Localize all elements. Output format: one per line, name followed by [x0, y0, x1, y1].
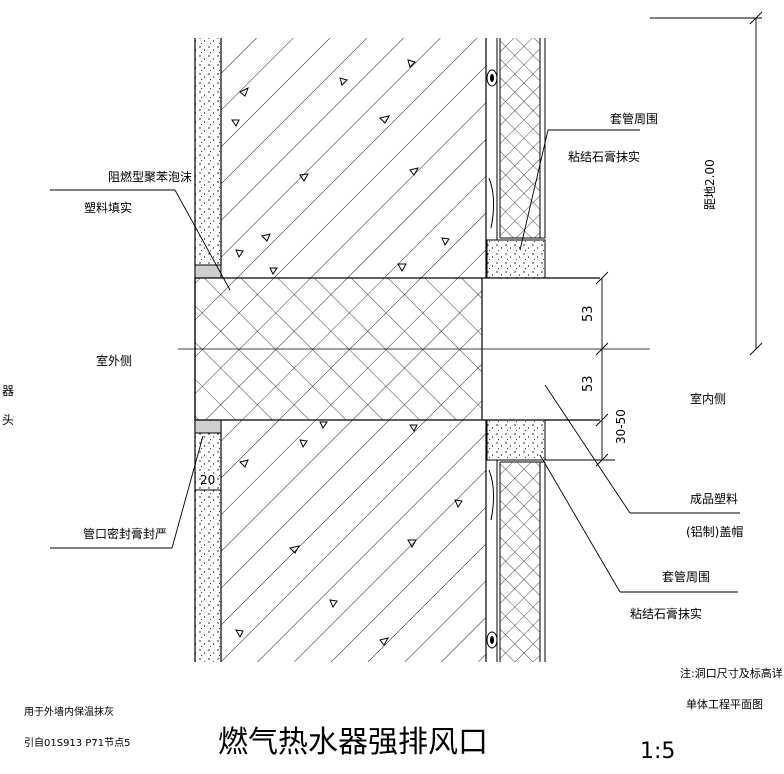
label-sealant: 管口密封膏封严: [83, 526, 167, 541]
label-sleeve-bottom: 套管周围: [662, 569, 710, 584]
label-sleeve-top: 套管周围: [610, 111, 658, 126]
inner-layers: [486, 38, 546, 662]
label-gypsum-top: 粘结石膏抹实: [568, 149, 640, 164]
dim-offset: 30-50: [614, 409, 628, 444]
label-ref-line2: 引自01S913 P71节点5: [24, 736, 130, 749]
dim-plaster: 20: [200, 473, 215, 487]
concrete-wall: [221, 38, 487, 662]
dimension-lines: [195, 11, 763, 491]
label-foam-line1: 阻燃型聚苯泡沫: [108, 169, 192, 184]
leader-lines: [50, 129, 740, 593]
sealant-blocks: [194, 264, 222, 434]
label-indoor-side: 室内侧: [690, 391, 726, 406]
dim-lower-half: 53: [581, 375, 596, 392]
label-gypsum-bottom: 粘结石膏抹实: [630, 606, 702, 621]
label-product-line1: 成品塑料: [690, 491, 738, 506]
drawing-scale: 1:5: [640, 739, 675, 764]
label-foam-line2: 塑料填实: [84, 200, 132, 215]
label-left-edge-2: 头: [2, 413, 14, 427]
dim-upper-half: 53: [581, 305, 596, 322]
label-height-dim: 距地2.00: [703, 159, 717, 210]
label-outdoor-side: 室外侧: [96, 353, 132, 368]
label-left-edge-1: 器: [2, 384, 14, 398]
drawing-title: 燃气热水器强排风口: [218, 725, 488, 760]
label-note-line1: 注:洞口尺寸及标高详: [680, 666, 783, 680]
label-product-line2: (铝制)盖帽: [686, 524, 743, 539]
outer-plaster: [194, 38, 222, 662]
label-note-line2: 单体工程平面图: [686, 697, 763, 711]
label-ref-line1: 用于外墙内保温抹灰: [24, 705, 114, 718]
